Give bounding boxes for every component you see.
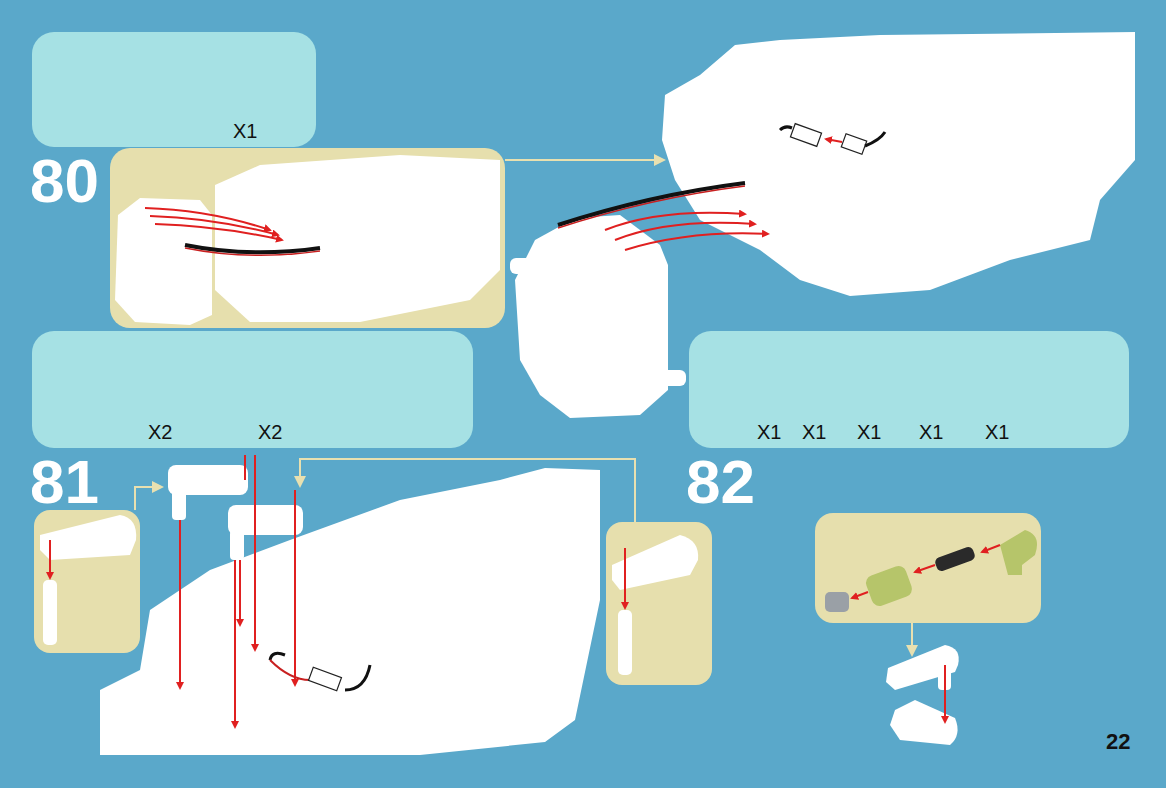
connector-part — [270, 653, 370, 690]
beam-part — [886, 645, 959, 745]
parts-box: X2 X2 — [32, 331, 473, 448]
step-number: 81 — [30, 451, 99, 513]
connector-part — [780, 124, 885, 155]
page-number: 22 — [1106, 731, 1130, 753]
assembly-arrow — [852, 545, 1000, 598]
parts-box: X1 X1 X1 X1 X1 — [689, 331, 1129, 448]
assembly-arrow — [944, 665, 946, 722]
step-number: 82 — [686, 451, 755, 513]
quantity-label: X1 — [985, 422, 1009, 442]
assembly-arrow — [605, 213, 768, 250]
quantity-label: X1 — [757, 422, 781, 442]
quantity-label: X2 — [258, 422, 282, 442]
beam-part — [40, 515, 698, 675]
callout-line — [505, 159, 664, 161]
quantity-label: X1 — [919, 422, 943, 442]
step-number: 80 — [30, 150, 99, 212]
assembly-arrow — [50, 540, 625, 608]
quantity-label: X1 — [857, 422, 881, 442]
model-part — [100, 465, 600, 755]
quantity-label: X1 — [802, 422, 826, 442]
parts-box: X1 — [32, 32, 316, 147]
quantity-label: X2 — [148, 422, 172, 442]
motor-part — [510, 215, 686, 418]
wire — [185, 245, 320, 255]
callout-line — [135, 459, 912, 655]
assembly-arrow — [145, 208, 282, 240]
quantity-label: X1 — [233, 121, 257, 141]
model-part — [662, 32, 1135, 296]
model-part — [115, 155, 500, 325]
wire — [558, 183, 745, 228]
small-part — [825, 530, 1037, 612]
assembly-arrow — [180, 455, 295, 727]
